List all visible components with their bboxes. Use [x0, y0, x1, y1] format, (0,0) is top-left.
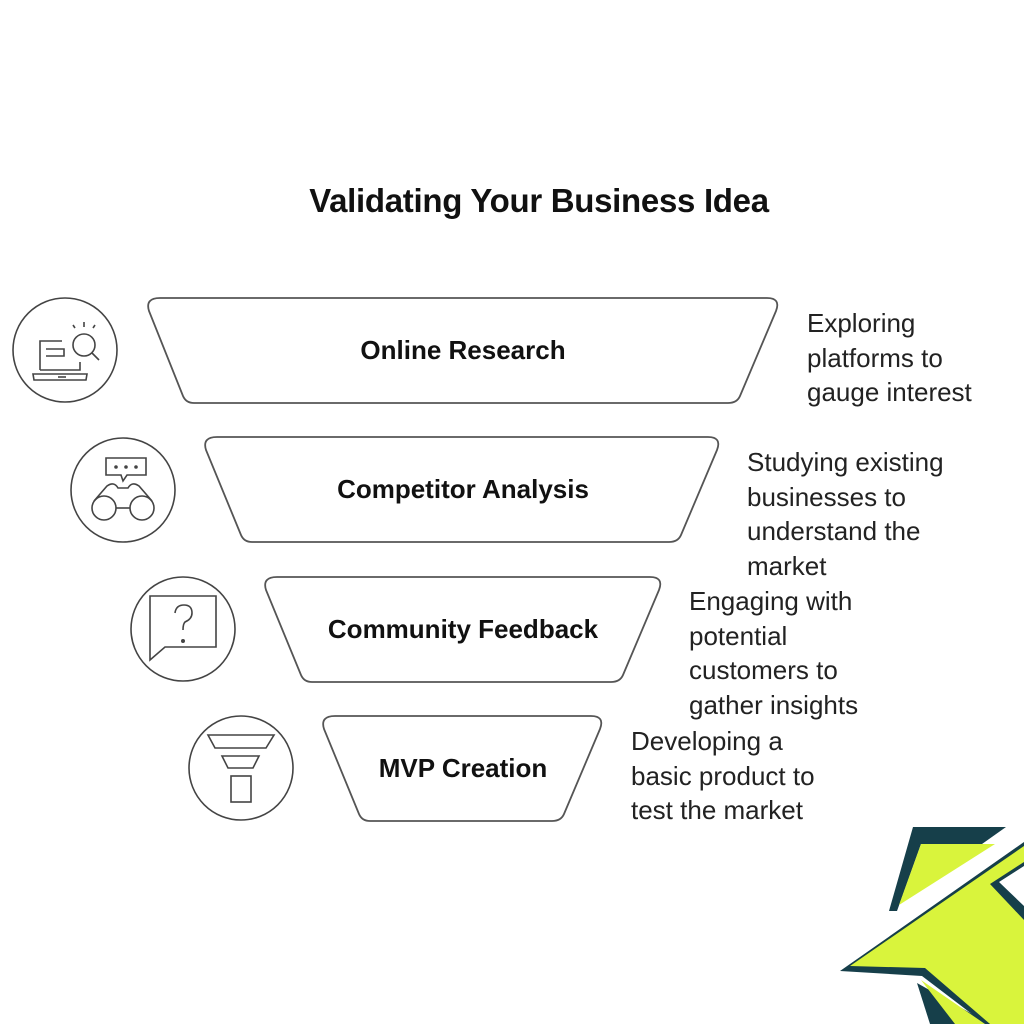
funnel-stage-mvp-creation: MVP Creation: [188, 715, 603, 822]
funnel-icon: [188, 715, 294, 821]
funnel-stage-online-research: Online Research: [12, 297, 779, 404]
stage-label: Community Feedback: [328, 614, 599, 644]
brand-logo: [840, 827, 1024, 1024]
stage-description-mvp-creation: Developing a basic product to test the m…: [631, 724, 815, 828]
binoculars-chat-icon: [70, 437, 176, 543]
funnel-stage-community-feedback: Community Feedback: [130, 576, 662, 683]
stage-trapezoid: [264, 576, 662, 683]
description-line: basic product to: [631, 760, 815, 791]
description-line: businesses to: [747, 481, 906, 512]
description-line: Engaging with: [689, 586, 853, 616]
funnel-stage-competitor-analysis: Competitor Analysis: [70, 436, 720, 543]
stage-trapezoid: [204, 436, 720, 543]
description-line: platforms to: [807, 342, 943, 373]
question-bubble-icon: [130, 576, 236, 682]
stage-description-online-research: Exploring platforms to gauge interest: [807, 306, 972, 410]
stage-description-competitor-analysis: Studying existing businesses to understa…: [747, 445, 944, 583]
description-line: gauge interest: [807, 377, 972, 408]
stage-description-community-feedback: Engaging with potential customers to gat…: [689, 584, 858, 722]
description-line: market: [747, 550, 827, 581]
stage-label: MVP Creation: [379, 753, 548, 783]
stage-label: Online Research: [360, 335, 565, 365]
description-line: Studying existing: [747, 447, 944, 477]
stage-trapezoid: [147, 297, 779, 404]
description-line: gather insights: [689, 689, 859, 720]
stage-trapezoid: [322, 715, 603, 822]
description-line: Exploring: [807, 308, 916, 338]
description-line: potential: [689, 620, 788, 651]
description-line: customers to: [689, 655, 838, 686]
diagram-title: Validating Your Business Idea: [309, 182, 769, 219]
description-line: Developing a: [631, 726, 783, 756]
description-line: understand the: [747, 516, 921, 547]
stage-label: Competitor Analysis: [337, 474, 589, 504]
description-line: test the market: [631, 795, 803, 826]
laptop-search-icon: [12, 297, 118, 403]
